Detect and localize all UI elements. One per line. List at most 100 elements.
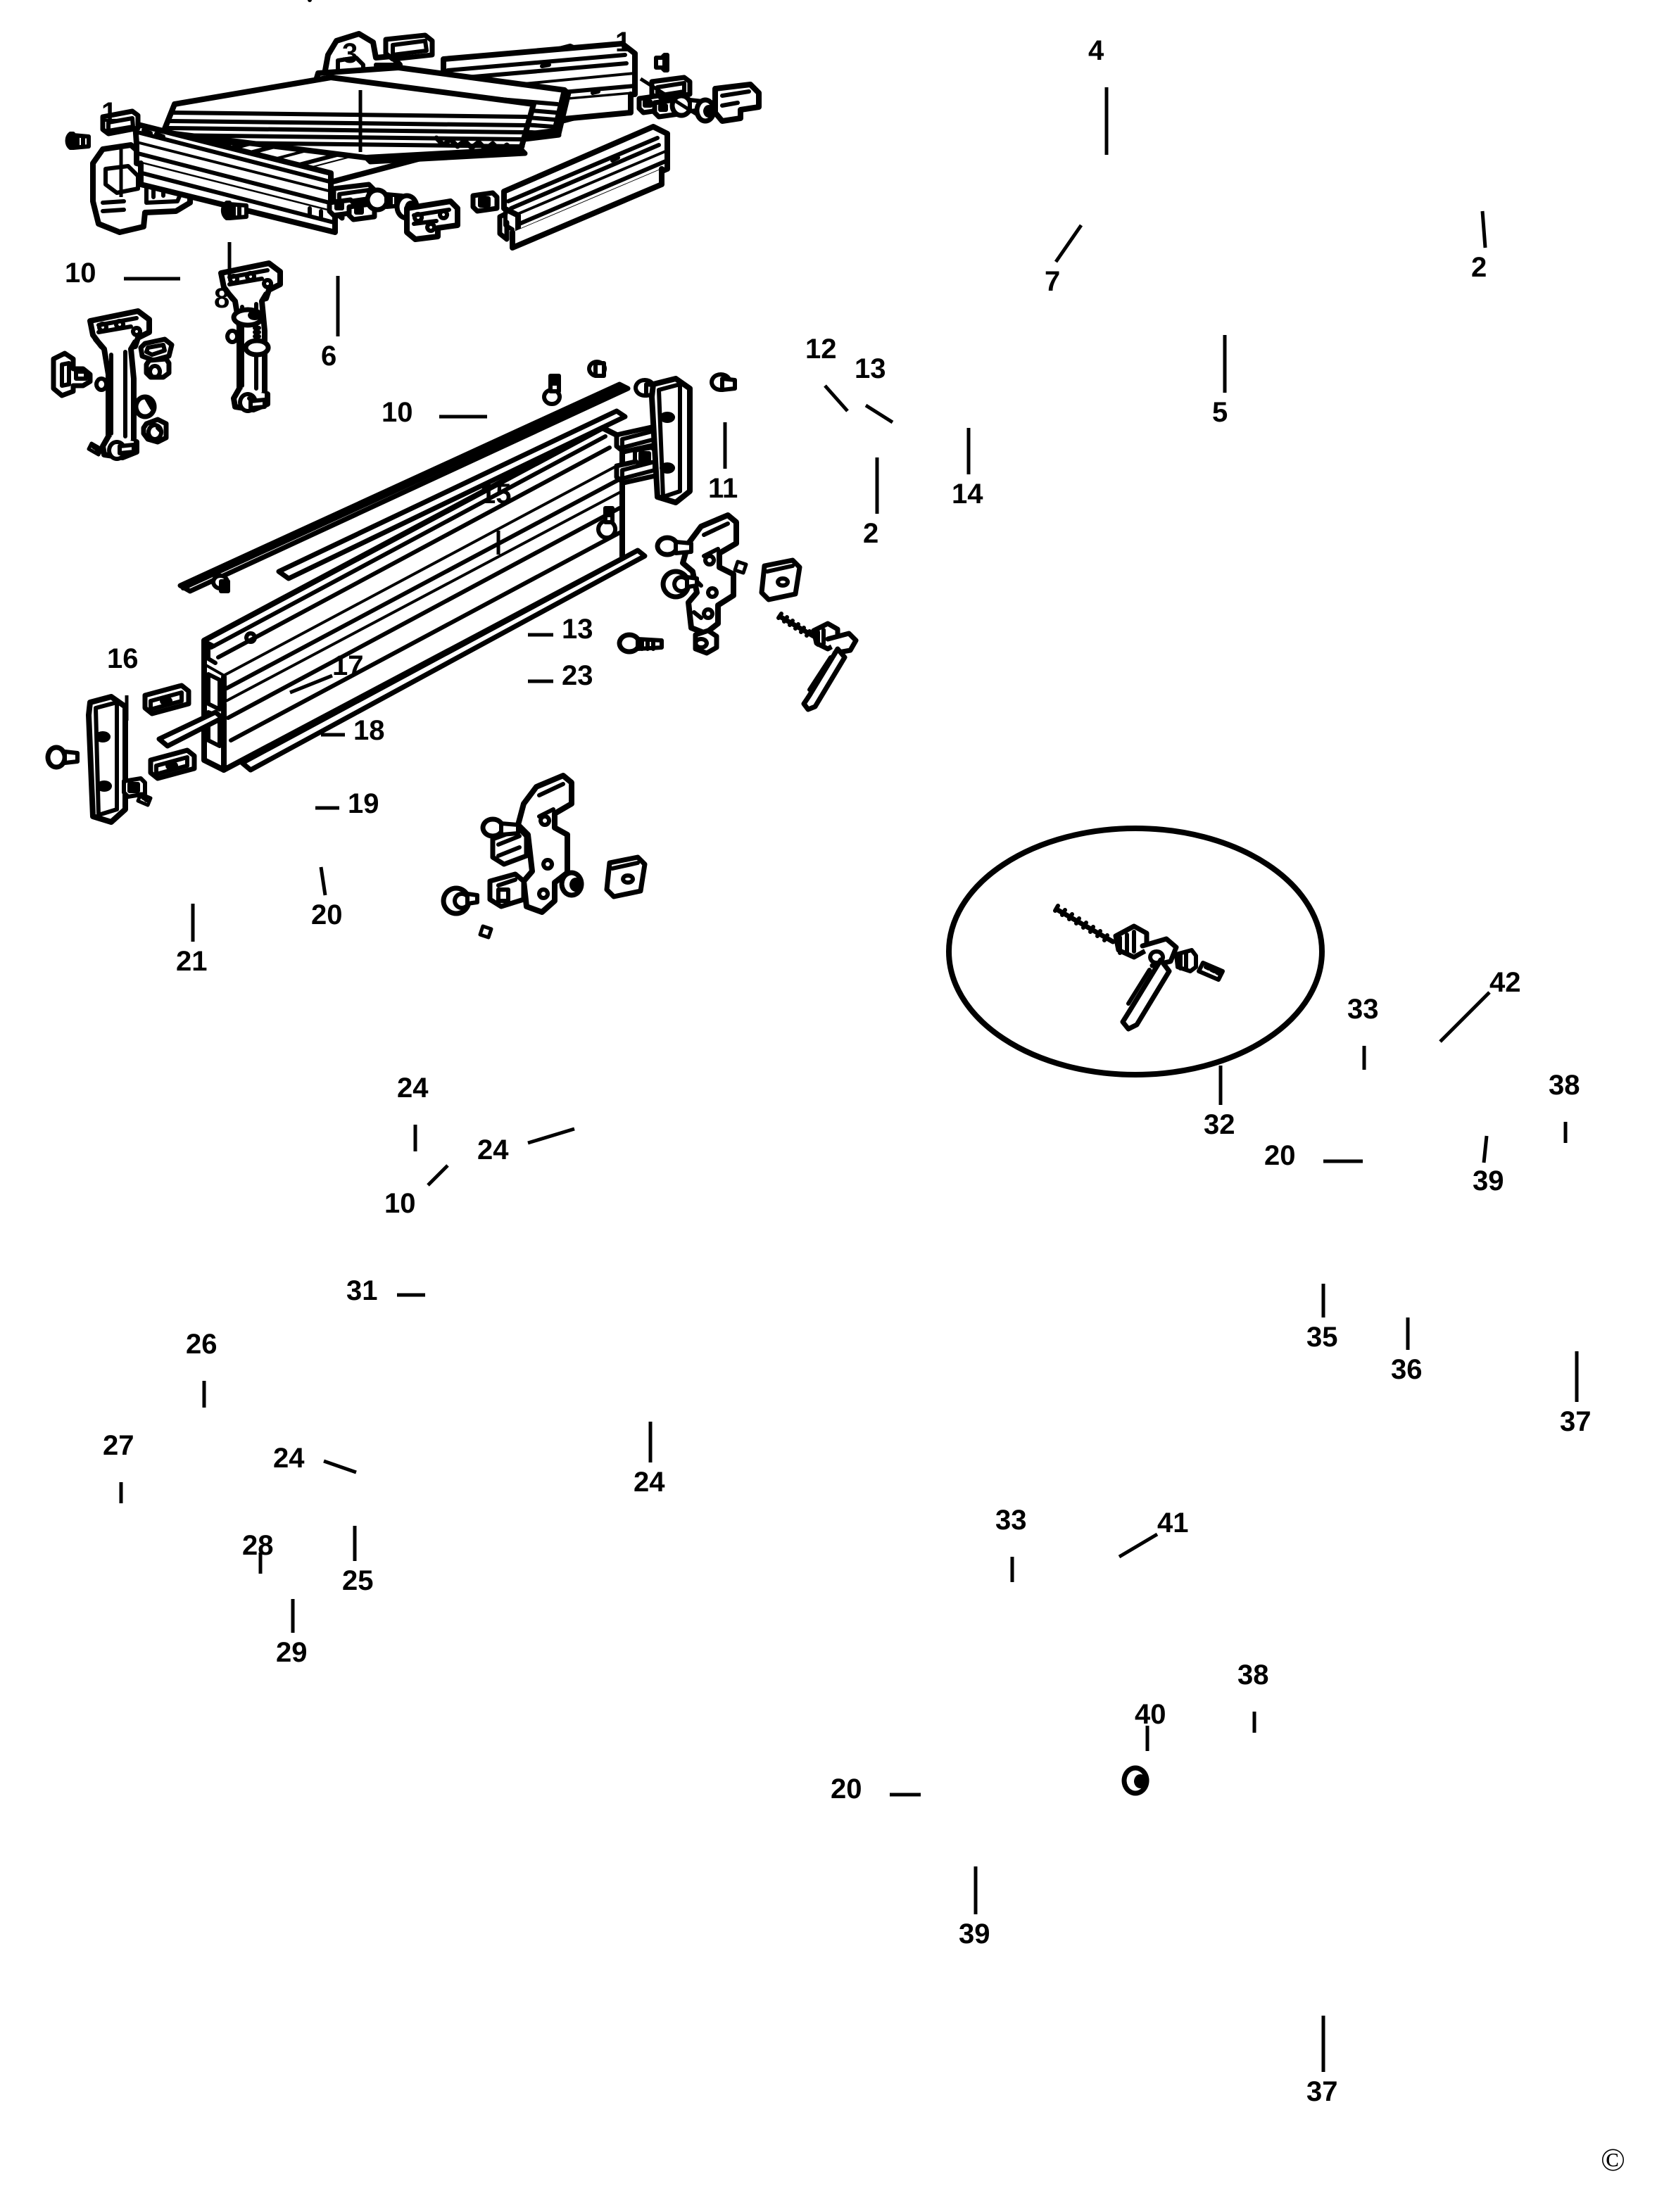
callout-label-7: 7 [1045, 266, 1061, 297]
callout-label-38: 38 [1549, 1070, 1580, 1101]
part-38-pressure-pad-b [604, 854, 648, 899]
callout-label-37: 37 [1306, 2076, 1338, 2107]
part-37-detail-oval [946, 826, 1325, 1077]
callout-label-8: 8 [214, 283, 230, 314]
callout-label-23: 23 [562, 660, 593, 691]
part-8-spacer-block [100, 108, 141, 137]
callout-label-4: 4 [1088, 35, 1104, 66]
part-24-trim-strip-lower [239, 548, 648, 773]
part-10-screw-upper-col [542, 374, 562, 406]
part-40-washer-near-oval [1121, 1765, 1149, 1796]
part-16-levelling-foot [51, 350, 93, 398]
part-39-roll-pin-b [478, 924, 493, 940]
part-24-trim-strip-upper-b [276, 408, 628, 581]
part-35-long-screw [617, 632, 664, 655]
part-26-face-plate [86, 694, 128, 825]
copyright-icon: © [1601, 2142, 1625, 2178]
callout-label-25: 25 [342, 1565, 374, 1596]
part-8-spacer-block-top [383, 32, 435, 62]
part-33-screw-upper [587, 360, 607, 378]
part-24-trim-strip-left [156, 709, 225, 749]
callout-label-15: 15 [480, 479, 512, 510]
callout-label-41: 41 [1157, 1508, 1189, 1538]
part-14-slot-nut [470, 190, 500, 214]
part-25-slide-block-b [148, 747, 197, 781]
callout-label-13: 13 [562, 614, 593, 645]
callout-label-28: 28 [242, 1530, 274, 1561]
callout-label-39: 39 [1473, 1165, 1504, 1196]
callout-label-16: 16 [107, 643, 139, 674]
part-20-knob-c [441, 885, 479, 916]
part-5-side-rail [497, 124, 670, 251]
part-10-screw-a [65, 132, 91, 150]
callout-label-14: 14 [952, 479, 983, 510]
callout-label-38: 38 [1237, 1660, 1269, 1690]
callout-label-10: 10 [65, 258, 96, 289]
part-2-angle-bracket-right [712, 82, 762, 124]
part-13-washer-topright [694, 97, 717, 124]
part-10-screw-b [220, 201, 248, 220]
callout-label-24: 24 [397, 1073, 429, 1104]
callout-label-2: 2 [1471, 252, 1487, 283]
callout-label-31: 31 [346, 1275, 378, 1306]
callout-label-6: 6 [321, 341, 337, 372]
callout-label-21: 21 [176, 946, 208, 977]
part-10-screw-topright [654, 53, 669, 72]
callout-label-2: 2 [863, 518, 879, 549]
callout-label-24: 24 [634, 1467, 665, 1498]
part-33-screw-41b [480, 816, 520, 839]
part-2-angle-bracket-center [404, 198, 460, 242]
part-10-screw-c [211, 574, 230, 593]
part-27-screw [45, 745, 80, 770]
callout-label-42: 42 [1489, 967, 1521, 998]
part-37-clamp-lever-a [776, 612, 859, 712]
callout-label-20: 20 [311, 899, 343, 930]
callout-label-17: 17 [332, 650, 364, 681]
callout-label-40: 40 [1135, 1699, 1166, 1730]
part-24-trim-strip-upper [177, 381, 631, 594]
part-7-extension-panel-front [160, 75, 536, 165]
callout-label-3: 3 [342, 38, 358, 69]
callout-label-29: 29 [276, 1637, 308, 1668]
part-33-screw-upper-c [710, 372, 737, 392]
part-6-guide-rail [132, 121, 345, 235]
callout-label-19: 19 [348, 788, 379, 819]
callout-label-20: 20 [831, 1774, 862, 1805]
callout-label-10: 10 [382, 397, 413, 428]
callout-label-12: 12 [805, 334, 837, 365]
part-31-fence-extrusion [201, 425, 625, 773]
part-41-fence-clamp-front [487, 773, 574, 915]
part-21-grub-screw [87, 441, 103, 457]
part-23-screw [243, 324, 271, 358]
callout-label-24: 24 [477, 1135, 509, 1165]
part-29-set-screw [136, 792, 153, 807]
part-15-leg-bracket-left [87, 308, 152, 461]
part-39-roll-pin-a [733, 560, 748, 575]
part-33-screw-42 [655, 535, 693, 557]
callout-label-33: 33 [995, 1505, 1027, 1536]
callout-label-24: 24 [273, 1443, 305, 1474]
callout-label-39: 39 [959, 1919, 990, 1949]
callout-label-33: 33 [1347, 994, 1379, 1025]
callout-label-11: 11 [708, 473, 738, 504]
part-36-hex-nut [693, 628, 719, 656]
part-25-slide-block-a [142, 683, 191, 716]
callout-label-26: 26 [186, 1329, 218, 1360]
callout-label-1: 1 [615, 27, 631, 58]
part-32-shoulder-bolt [596, 506, 618, 540]
callout-label-5: 5 [1212, 397, 1228, 428]
part-38-pressure-pad-a [759, 557, 802, 602]
callout-label-27: 27 [103, 1430, 134, 1461]
part-20-knob-b [660, 569, 699, 600]
part-40-washer [559, 870, 584, 898]
callout-label-20: 20 [1264, 1140, 1296, 1171]
callout-label-1: 1 [101, 97, 118, 128]
part-13-washer-b [231, 307, 265, 328]
part-19-end-cap-plug [133, 394, 157, 419]
callout-label-37: 37 [1560, 1406, 1592, 1437]
part-18-bushing [144, 356, 172, 380]
callout-label-13: 13 [855, 353, 886, 384]
callout-label-35: 35 [1306, 1322, 1338, 1353]
